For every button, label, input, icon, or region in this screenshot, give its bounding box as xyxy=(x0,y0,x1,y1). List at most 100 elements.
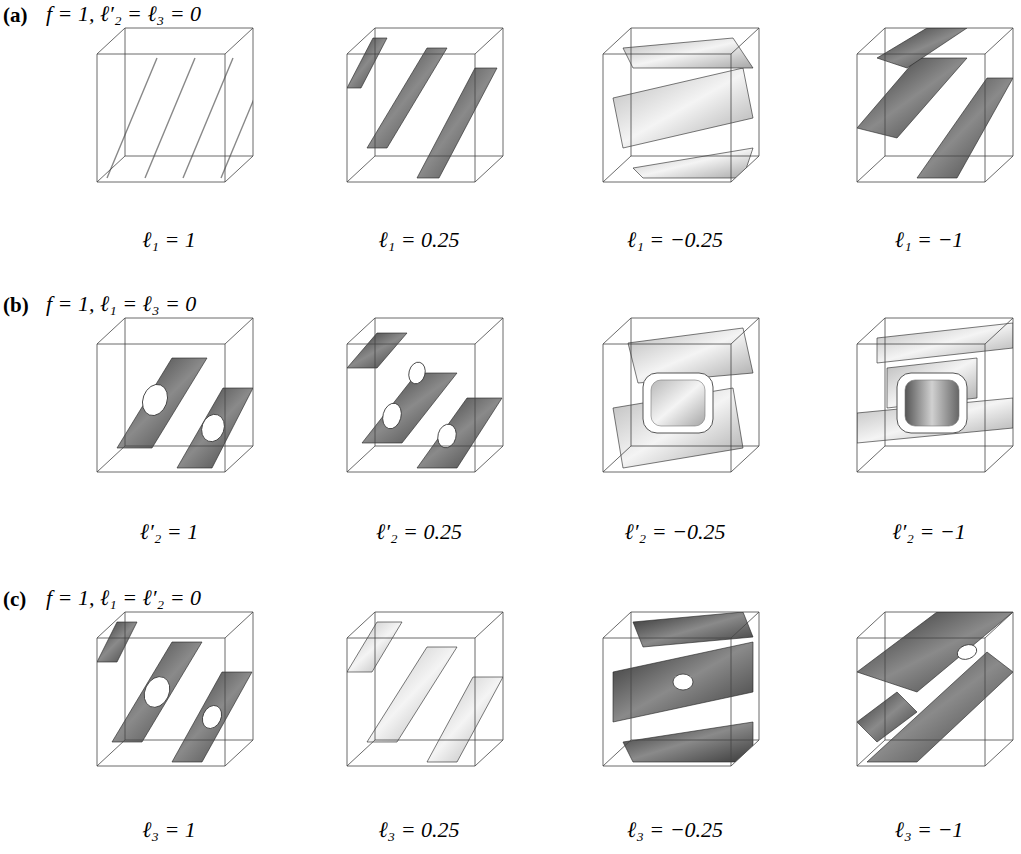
cube-edge xyxy=(97,28,125,54)
cube-edge xyxy=(603,54,731,182)
surface-group xyxy=(613,38,753,178)
surface-sheet xyxy=(417,68,497,178)
surface-sheet xyxy=(117,358,207,448)
cube-edge xyxy=(347,54,475,182)
cube-edge xyxy=(97,740,125,766)
surface-sheet xyxy=(613,68,753,148)
surface-group xyxy=(613,612,753,762)
cube-edge xyxy=(97,638,225,766)
cube-edge xyxy=(475,28,503,54)
cube-edge xyxy=(603,740,631,766)
surface-sheet xyxy=(347,38,387,88)
surface-sheet xyxy=(905,380,959,426)
surface-group xyxy=(857,612,1013,762)
cube-edge xyxy=(375,318,503,446)
cube-edge xyxy=(857,156,885,182)
surface-sheet xyxy=(633,612,753,647)
cube-edge xyxy=(985,156,1013,182)
parameter-value: ℓ₁ = −1 xyxy=(895,228,964,252)
cube-edge xyxy=(347,28,375,54)
cube-edge xyxy=(375,28,503,156)
surface-group xyxy=(97,622,252,762)
cube-edge xyxy=(347,156,375,182)
surface-hole xyxy=(897,373,967,433)
cube-edge xyxy=(97,156,125,182)
surface-group xyxy=(117,358,253,468)
surface-sheet xyxy=(877,323,1013,363)
cube-edge xyxy=(731,318,759,344)
cube-panel xyxy=(347,318,503,472)
panel-letter: (b) xyxy=(3,294,29,317)
cube-panel xyxy=(857,612,1013,766)
surface-group xyxy=(347,333,502,468)
cube-edge xyxy=(985,740,1013,766)
surface-hole xyxy=(643,373,713,433)
surface-sheet xyxy=(633,148,753,178)
cube-edge xyxy=(603,318,631,344)
parameter-value: ℓ₁ = 0.25 xyxy=(378,228,459,252)
cube-edge xyxy=(375,612,503,740)
cube-edge xyxy=(97,344,225,472)
cube-edge xyxy=(475,612,503,638)
surface-sheet xyxy=(97,622,137,662)
cube-edge xyxy=(475,156,503,182)
cube-edge xyxy=(731,156,759,182)
cube-edge xyxy=(631,28,759,156)
cube-edge xyxy=(857,638,985,766)
cube-edge xyxy=(347,446,375,472)
surface-hole xyxy=(380,401,404,431)
cube-edge xyxy=(731,28,759,54)
surface-sheet xyxy=(177,388,253,468)
cube-edge xyxy=(985,612,1013,638)
surface-sheet xyxy=(112,642,202,742)
cube-edge xyxy=(857,54,985,182)
cube-panel xyxy=(97,318,253,472)
surface-sheet xyxy=(857,58,967,138)
surface-line xyxy=(221,58,271,178)
parameter-value: ℓ′₂ = 0.25 xyxy=(376,520,462,544)
cube-edge xyxy=(731,446,759,472)
cube-edge xyxy=(97,446,125,472)
parameter-condition: f = 1, ℓ′₂ = ℓ₃ = 0 xyxy=(46,2,201,26)
surface-line xyxy=(107,58,157,178)
cube-edge xyxy=(857,344,985,472)
cube-edge xyxy=(857,612,885,638)
cube-panel xyxy=(857,28,1013,182)
cube-edge xyxy=(731,740,759,766)
surface-sheet xyxy=(427,677,503,762)
cube-edge xyxy=(475,446,503,472)
surface-sheet xyxy=(367,48,447,148)
parameter-value: ℓ₃ = −1 xyxy=(895,818,964,842)
parameter-value: ℓ′₂ = −0.25 xyxy=(625,520,726,544)
cube-edge xyxy=(857,28,885,54)
cube-panel xyxy=(603,318,759,472)
cube-edge xyxy=(97,54,225,182)
surface-sheet xyxy=(623,38,753,68)
cube-edge xyxy=(347,612,375,638)
surface-group xyxy=(347,622,503,762)
surface-sheet xyxy=(623,722,753,762)
cube-edge xyxy=(603,638,731,766)
cube-edge xyxy=(603,612,631,638)
surface-line xyxy=(183,58,233,178)
surface-sheet xyxy=(857,692,917,742)
parameter-value: ℓ₃ = −0.25 xyxy=(627,818,723,842)
surface-hole xyxy=(198,411,228,445)
surface-sheet xyxy=(917,78,1013,178)
surface-hole xyxy=(199,702,225,731)
surface-sheet xyxy=(613,642,753,722)
parameter-value: ℓ₁ = 1 xyxy=(142,228,196,252)
cube-edge xyxy=(347,638,475,766)
surface-hole xyxy=(406,360,427,385)
cube-panel xyxy=(347,28,503,182)
cube-edge xyxy=(631,612,759,740)
cube-panel xyxy=(347,612,503,766)
cube-panel xyxy=(97,28,271,182)
cube-edge xyxy=(475,318,503,344)
cube-edge xyxy=(985,318,1013,344)
cube-edge xyxy=(97,318,125,344)
parameter-value: ℓ′₂ = −1 xyxy=(892,520,965,544)
cube-edge xyxy=(125,28,253,156)
cube-edge xyxy=(985,446,1013,472)
